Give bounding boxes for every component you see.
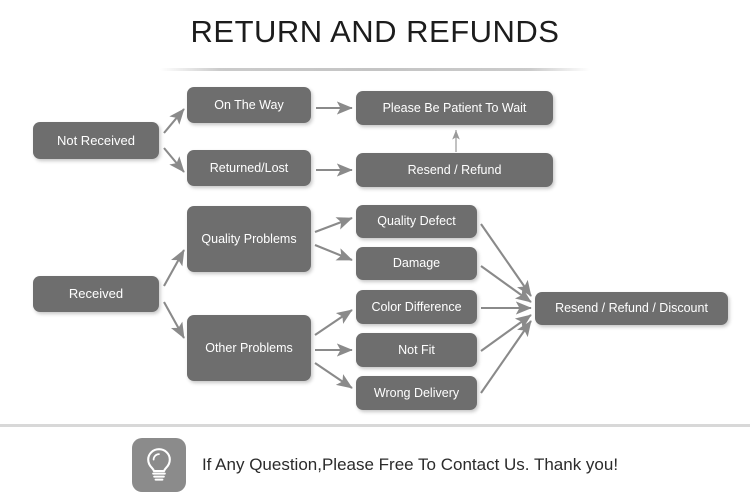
edge-other-problems-to-wrong-delivery <box>314 362 353 389</box>
edge-wrong-delivery-to-resend-refund-discount <box>480 320 532 394</box>
node-quality-defect-label: Quality Defect <box>377 214 456 228</box>
edge-layer <box>163 101 532 394</box>
edge-quality-problems-to-quality-defect <box>314 217 353 233</box>
node-please-wait-label: Please Be Patient To Wait <box>383 101 527 115</box>
node-quality-problems-label: Quality Problems <box>201 232 296 246</box>
node-returned-lost-label: Returned/Lost <box>210 161 289 175</box>
node-resend-refund-label: Resend / Refund <box>408 163 502 177</box>
node-resend-refund-discount-label: Resend / Refund / Discount <box>555 301 708 315</box>
node-not-fit-label: Not Fit <box>398 343 435 357</box>
node-color-difference-label: Color Difference <box>371 300 461 314</box>
edge-other-problems-to-color-difference <box>314 309 353 336</box>
edge-not-received-to-returned-lost <box>163 147 185 173</box>
node-damage-label: Damage <box>393 256 440 270</box>
node-other-problems-label: Other Problems <box>205 341 293 355</box>
node-on-the-way[interactable]: On The Way <box>187 87 311 123</box>
node-quality-defect[interactable]: Quality Defect <box>356 205 477 238</box>
node-color-difference[interactable]: Color Difference <box>356 290 477 324</box>
node-received[interactable]: Received <box>33 276 159 312</box>
node-resend-refund[interactable]: Resend / Refund <box>356 153 553 187</box>
title-divider <box>160 68 590 71</box>
lightbulb-icon <box>131 438 186 492</box>
node-not-received[interactable]: Not Received <box>33 122 159 159</box>
edge-received-to-other-problems <box>163 301 185 339</box>
node-please-wait[interactable]: Please Be Patient To Wait <box>356 91 553 125</box>
node-damage[interactable]: Damage <box>356 247 477 280</box>
node-on-the-way-label: On The Way <box>214 98 284 112</box>
footer-message: If Any Question,Please Free To Contact U… <box>201 455 619 474</box>
node-resend-refund-discount[interactable]: Resend / Refund / Discount <box>535 292 728 325</box>
edge-received-to-quality-problems <box>163 249 185 287</box>
node-returned-lost[interactable]: Returned/Lost <box>187 150 311 186</box>
node-not-received-label: Not Received <box>57 133 135 148</box>
edge-damage-to-resend-refund-discount <box>480 265 532 303</box>
node-quality-problems[interactable]: Quality Problems <box>187 206 311 272</box>
node-received-label: Received <box>69 286 123 301</box>
footer-divider <box>0 424 750 427</box>
page-title: RETURN AND REFUNDS <box>190 14 560 49</box>
edge-quality-defect-to-resend-refund-discount <box>480 223 532 297</box>
node-other-problems[interactable]: Other Problems <box>187 315 311 381</box>
footer: If Any Question,Please Free To Contact U… <box>0 434 750 496</box>
node-layer: Not Received On The Way Returned/Lost Pl… <box>33 87 728 410</box>
node-wrong-delivery[interactable]: Wrong Delivery <box>356 376 477 410</box>
edge-not-received-to-on-the-way <box>163 108 185 134</box>
node-wrong-delivery-label: Wrong Delivery <box>374 386 460 400</box>
edge-quality-problems-to-damage <box>314 244 353 261</box>
node-not-fit[interactable]: Not Fit <box>356 333 477 367</box>
